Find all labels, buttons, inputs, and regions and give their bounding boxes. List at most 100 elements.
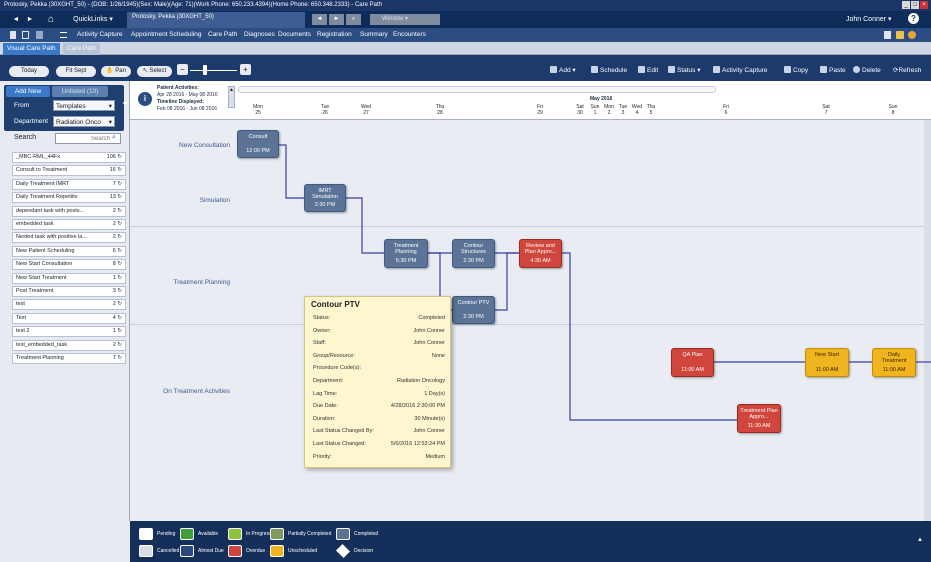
tooltip-value: John Conner <box>413 327 446 334</box>
tooltip-value: Radiation Oncology <box>396 378 445 384</box>
tab-unlisted[interactable]: Unlisted (10) <box>52 86 108 97</box>
status-button[interactable]: Status ▾ <box>668 64 701 78</box>
connector-contour-ptv-review <box>495 252 519 311</box>
menu-activity-capture[interactable]: Activity Capture <box>77 31 123 38</box>
select-button[interactable]: ↖ Select <box>137 66 172 77</box>
menu-appointment-scheduling[interactable]: Appointment Scheduling <box>131 31 202 38</box>
connector-consult-simulation <box>278 144 304 199</box>
refresh-button[interactable]: ⟳Refresh <box>893 64 921 78</box>
cursor-icon: ↖ <box>142 68 148 74</box>
back-arrow-icon[interactable]: ◄ <box>12 16 20 23</box>
legend-swatch <box>336 544 350 558</box>
template-count: 2 ↻ <box>113 207 122 216</box>
zoom-in-icon[interactable]: + <box>240 64 251 75</box>
menu-documents[interactable]: Documents <box>278 31 311 38</box>
person-icon[interactable] <box>10 31 16 39</box>
menu-encounters[interactable]: Encounters <box>393 31 426 38</box>
search-input[interactable] <box>55 133 121 144</box>
template-list-item[interactable]: dependant task with posts...2 ↻ <box>12 205 126 217</box>
prev-patient-icon[interactable]: ◄ <box>312 14 327 25</box>
next-patient-icon[interactable]: ► <box>329 14 344 25</box>
menu-summary[interactable]: Summary <box>360 31 388 38</box>
menu-icon[interactable] <box>60 32 67 38</box>
zoom-slider-track[interactable] <box>190 70 237 71</box>
user-menu[interactable]: John Conner ▾ <box>846 16 892 23</box>
menu-care-path[interactable]: Care Path <box>208 31 238 38</box>
fit-button[interactable]: Fit Sept <box>56 66 96 77</box>
tooltip-title: Contour PTV <box>311 300 360 309</box>
alert-icon[interactable] <box>896 31 904 39</box>
collapse-panel-icon[interactable]: ◄ <box>121 100 128 107</box>
patient-search-icon[interactable]: ⌕ <box>346 14 361 25</box>
tab-care-path[interactable]: Care Path <box>63 43 101 55</box>
timeline-scrollbar[interactable] <box>238 86 716 93</box>
template-list-item[interactable]: Nested task with positive la...2 ↻ <box>12 232 126 244</box>
zoom-slider-handle[interactable] <box>203 65 207 75</box>
tooltip-key: Owner: <box>313 327 331 334</box>
tab-visual-care-path[interactable]: Visual Care Path <box>3 43 60 55</box>
minimize-button[interactable]: _ <box>902 1 910 9</box>
day-name: Thu <box>646 104 656 110</box>
from-select[interactable]: Templates▾ <box>53 100 115 111</box>
maximize-button[interactable]: □ <box>911 1 919 9</box>
window-menu[interactable]: Window ▾ <box>370 14 440 25</box>
department-select[interactable]: Radiation Onco▾ <box>53 116 115 127</box>
quicklinks-menu[interactable]: QuickLinks ▾ <box>67 13 119 26</box>
task-title: Daily Treatment <box>881 352 907 364</box>
template-name: Daily Treatment Repetitiv <box>16 194 78 201</box>
copy-button[interactable]: Copy <box>784 64 808 78</box>
add-button[interactable]: Add ▾ <box>550 64 576 78</box>
activity-capture-button[interactable]: Activity Capture <box>713 64 768 78</box>
template-count-value: 4 <box>112 314 116 321</box>
tab-add-new[interactable]: Add New <box>6 86 50 97</box>
vertical-scrollbar[interactable] <box>924 120 931 521</box>
today-button[interactable]: Today <box>9 66 49 77</box>
pan-button[interactable]: ✋ Pan <box>101 66 131 77</box>
search-icon[interactable]: ⌕ <box>112 134 116 141</box>
menu-registration[interactable]: Registration <box>317 31 352 38</box>
home-icon[interactable]: ⌂ <box>47 14 55 25</box>
task-node[interactable]: Review and Plan Appro...4:30 AM <box>519 239 562 268</box>
zoom-out-icon[interactable]: − <box>177 64 188 75</box>
close-button[interactable]: × <box>920 1 928 9</box>
care-path-canvas[interactable] <box>130 120 931 521</box>
timeline-scroll-handle[interactable]: ▲ <box>228 86 235 108</box>
delete-button[interactable]: Delete <box>853 64 881 78</box>
forward-arrow-icon[interactable]: ► <box>26 16 34 23</box>
calendar-icon[interactable] <box>36 31 43 39</box>
schedule-button[interactable]: Schedule <box>591 64 627 78</box>
person-status-icon[interactable] <box>884 31 891 39</box>
add-label: Add <box>559 67 571 74</box>
legend-collapse-icon[interactable]: ▲ <box>917 537 923 543</box>
task-node[interactable]: Treatment Plan Appro...11:30 AM <box>737 404 781 433</box>
patient-tab[interactable]: Protosky, Pekka (30XGHT_50) <box>127 12 305 28</box>
document-icon[interactable] <box>22 31 29 39</box>
menu-diagnoses[interactable]: Diagnoses <box>244 31 275 38</box>
paste-button[interactable]: Paste <box>820 64 846 78</box>
edit-button[interactable]: Edit <box>638 64 658 78</box>
flag-icon[interactable] <box>908 31 916 39</box>
help-icon[interactable]: ? <box>908 13 919 24</box>
